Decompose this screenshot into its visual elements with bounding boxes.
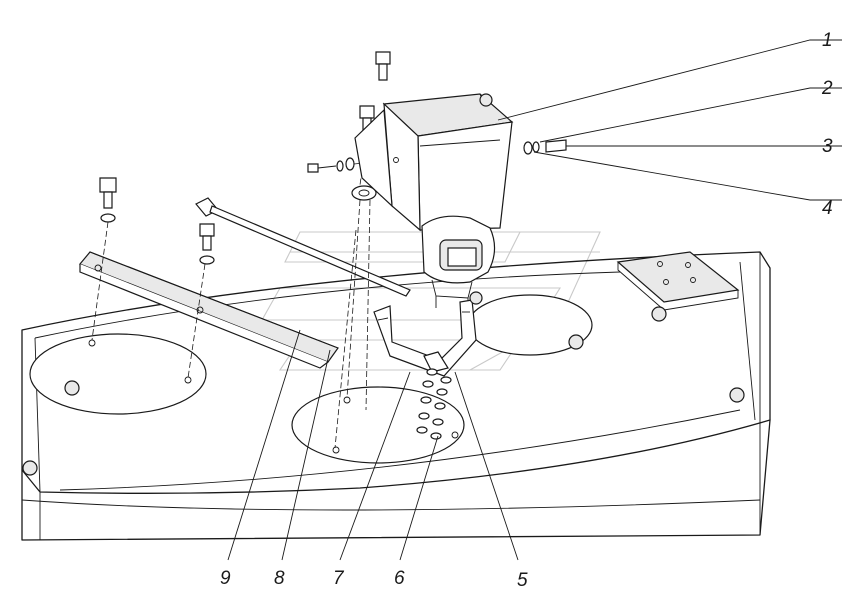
hatch-right bbox=[467, 294, 593, 356]
callout-7: 7 bbox=[333, 568, 345, 589]
callout-6: 6 bbox=[394, 568, 405, 589]
rod-part-8 bbox=[195, 197, 411, 297]
camera-bracket-part-7 bbox=[373, 291, 483, 377]
nut-washer-stack-part-6 bbox=[416, 368, 452, 440]
bolt-top-1 bbox=[375, 51, 391, 81]
callout-5: 5 bbox=[517, 570, 528, 591]
callout-4: 4 bbox=[822, 198, 833, 219]
hatch-left bbox=[29, 333, 207, 415]
camera-unit bbox=[421, 215, 496, 308]
bracket-bar-part-9 bbox=[79, 251, 339, 369]
callout-3: 3 bbox=[822, 136, 833, 157]
hood-cover-part-1 bbox=[354, 93, 514, 232]
callout-8: 8 bbox=[274, 568, 285, 589]
bolt-left bbox=[91, 177, 117, 341]
bolt-mid bbox=[187, 223, 215, 379]
pin-assembly-parts-2-3-4 bbox=[523, 139, 567, 155]
callout-1: 1 bbox=[822, 30, 833, 51]
hatch-center bbox=[291, 386, 465, 464]
mounting-plate bbox=[22, 251, 745, 476]
callout-labels: 1 2 3 4 5 6 7 8 9 bbox=[220, 30, 833, 591]
callout-9: 9 bbox=[220, 568, 231, 589]
leader-lines bbox=[227, 39, 842, 561]
screw-side bbox=[307, 157, 393, 173]
platform-deck bbox=[21, 251, 771, 541]
callout-2: 2 bbox=[821, 78, 833, 99]
eye-washer bbox=[334, 185, 377, 449]
